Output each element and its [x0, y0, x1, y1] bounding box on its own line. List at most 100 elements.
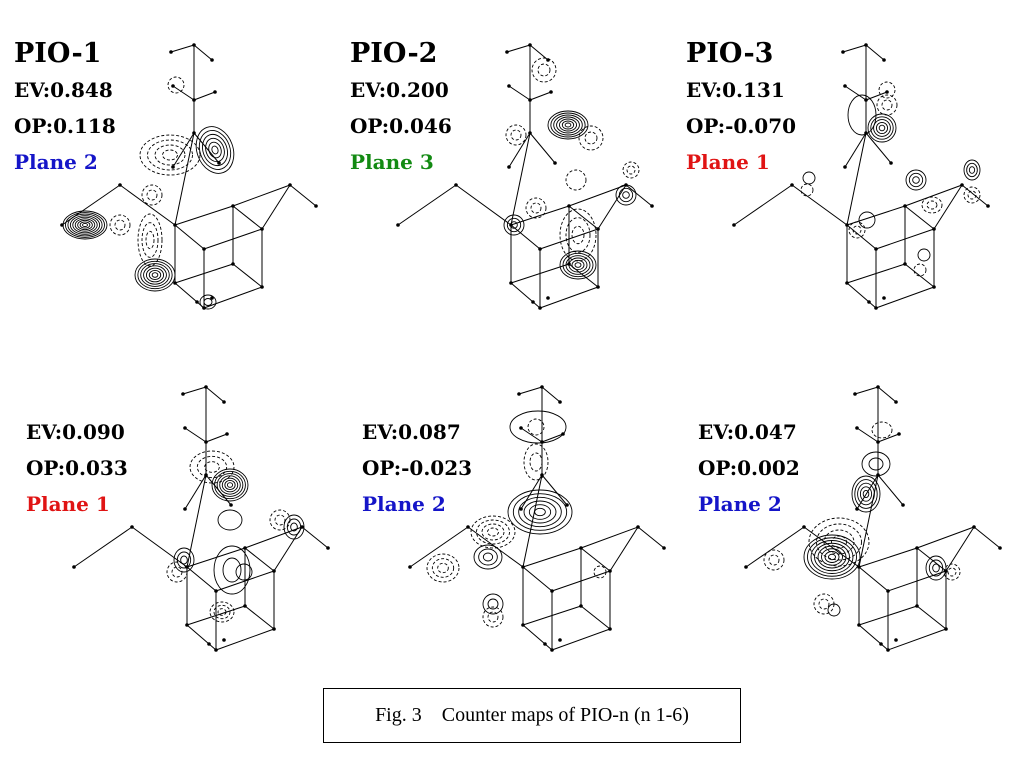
bond-line	[568, 184, 627, 207]
positive-contour-line	[862, 489, 870, 499]
positive-contour-line	[564, 122, 572, 128]
negative-contour-line	[527, 418, 545, 436]
atom-dot	[882, 58, 886, 62]
bond-line	[244, 547, 275, 572]
eigenvalue-label: EV:0.047	[698, 420, 797, 444]
positive-contour-line	[528, 504, 552, 520]
positive-contour-line	[224, 479, 236, 491]
bond-line	[961, 184, 989, 207]
bond-line	[803, 526, 860, 568]
overlap-population-label: OP:0.118	[14, 114, 116, 138]
atom-dot	[876, 385, 880, 389]
negative-contour-line	[967, 190, 977, 200]
positive-contour-line	[77, 219, 93, 231]
positive-contour-line	[814, 542, 850, 572]
atom-dot	[202, 247, 206, 251]
figure-caption: Fig. 3 Counter maps of PIO-n (n 1-6)	[323, 688, 741, 743]
molecule-contour-diagram	[732, 43, 990, 310]
negative-contour-line	[878, 81, 896, 99]
bond-line	[261, 184, 291, 230]
atom-dot	[118, 183, 122, 187]
positive-contour-line	[482, 593, 504, 615]
positive-contour-line	[556, 116, 580, 134]
atom-dot	[229, 503, 233, 507]
atom-dot	[183, 507, 187, 511]
bond-line	[877, 474, 904, 506]
bond-line	[184, 427, 207, 443]
atom-dot	[231, 262, 235, 266]
positive-contour-line	[568, 257, 588, 273]
atom-dot	[192, 131, 196, 135]
atom-dot	[596, 285, 600, 289]
bond-line	[119, 184, 176, 226]
atom-dot	[540, 473, 544, 477]
bond-line	[933, 184, 963, 230]
positive-contour-line	[858, 211, 876, 229]
bond-line	[877, 433, 900, 443]
bond-line	[174, 205, 234, 226]
positive-contour-line	[145, 267, 165, 283]
atom-dot	[550, 589, 554, 593]
positive-contour-line	[487, 598, 499, 610]
eigenvalue-label: EV:0.090	[26, 420, 125, 444]
bond-line	[182, 386, 207, 395]
positive-contour-line	[79, 221, 91, 229]
positive-contour-line	[69, 215, 101, 235]
negative-contour-line	[816, 523, 862, 561]
atom-dot	[843, 84, 847, 88]
atom-dot	[509, 281, 513, 285]
atom-dot	[210, 296, 214, 300]
bond-line	[506, 44, 531, 53]
positive-contour-line	[211, 145, 219, 155]
negative-contour-line	[505, 124, 527, 146]
bond-line	[842, 44, 867, 53]
atom-dot	[932, 227, 936, 231]
bond-line	[529, 44, 549, 61]
molecule-contour-diagram	[396, 43, 654, 310]
atom-dot	[408, 565, 412, 569]
positive-contour-line	[810, 540, 854, 574]
atom-dot	[519, 426, 523, 430]
negative-contour-line	[141, 184, 163, 206]
contour-lines	[426, 410, 607, 628]
positive-contour-line	[180, 555, 188, 565]
bond-line	[904, 263, 935, 288]
contour-panel-pio-4: EV:0.090 OP:0.033 Plane 1	[12, 372, 352, 692]
bond-line	[865, 132, 892, 164]
atom-dot	[314, 204, 318, 208]
bond-line	[215, 628, 275, 651]
atom-dot	[204, 385, 208, 389]
overlap-population-label: OP:0.033	[26, 456, 128, 480]
atom-dot	[986, 204, 990, 208]
positive-contour-line	[905, 169, 927, 191]
panel-title: PIO-1	[14, 38, 102, 69]
positive-contour-line	[205, 137, 225, 163]
negative-contour-line	[571, 225, 585, 245]
panel-title: PIO-3	[686, 38, 774, 69]
atom-dot	[130, 525, 134, 529]
eigenvalue-label: EV:0.848	[14, 78, 113, 102]
panel-title: PIO-2	[350, 38, 438, 69]
bond-line	[904, 205, 935, 230]
positive-contour-line	[503, 214, 525, 236]
positive-contour-line	[151, 272, 159, 278]
skeleton-bonds	[397, 44, 653, 309]
bond-line	[865, 44, 885, 61]
bond-line	[539, 286, 599, 309]
positive-contour-line	[226, 482, 234, 488]
atom-dot	[505, 50, 509, 54]
negative-contour-line	[525, 197, 547, 219]
atom-dot	[596, 227, 600, 231]
negative-contour-line	[818, 598, 830, 610]
atom-dot	[885, 90, 889, 94]
positive-contour-line	[565, 255, 591, 275]
bond-line	[522, 566, 553, 592]
bond-line	[916, 526, 975, 549]
atom-dot	[549, 90, 553, 94]
atom-dot	[944, 627, 948, 631]
negative-contour-line	[167, 76, 185, 94]
negative-contour-line	[269, 509, 291, 531]
negative-contour-line	[921, 196, 943, 214]
overlap-population-label: OP:0.002	[698, 456, 800, 480]
positive-contour-line	[847, 94, 877, 136]
